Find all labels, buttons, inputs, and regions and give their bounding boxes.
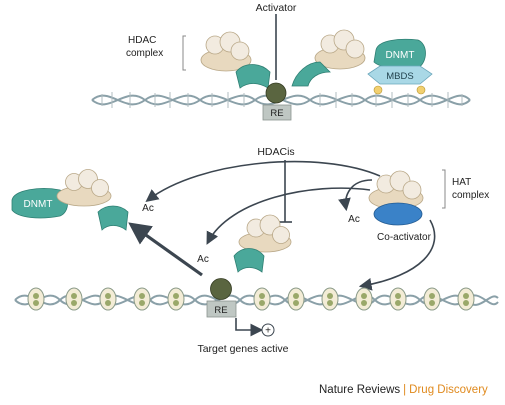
hat-complex-label-line1: HAT: [452, 177, 471, 188]
credit-journal: Nature Reviews: [319, 384, 401, 396]
ac-label-dnmt: Ac: [142, 203, 154, 214]
arrow-hat-to-central-ac: [206, 187, 371, 245]
plus-symbol: +: [265, 326, 271, 337]
top-re-site: RE: [262, 82, 292, 121]
nucleosome: [355, 287, 373, 311]
nucleosome: [65, 287, 83, 311]
credit-separator: |: [403, 384, 407, 396]
transcription-factor: [210, 278, 232, 300]
dnmt-top: DNMT: [373, 38, 426, 70]
arrow-hat-to-dna: [358, 219, 436, 291]
hdacis-label: HDACis: [257, 146, 294, 158]
arrow-hat-to-dnmt-ac: [145, 160, 381, 202]
top-dna-rungs: [101, 92, 463, 108]
credit-section: Drug Discovery: [409, 384, 488, 396]
hat-complex: [368, 170, 424, 226]
co-activator-shape: [373, 202, 423, 226]
bottom-re-label: RE: [214, 305, 227, 316]
arrow-hat-to-self-ac: [338, 179, 373, 212]
dnmt-complex-bottom: DNMT: [11, 169, 129, 231]
bottom-panel: HDACis HAT complex Co-activator DNMT: [11, 146, 499, 355]
hdac-complex-label-line1: HDAC: [128, 35, 156, 46]
hat-complex-label-line2: complex: [452, 190, 489, 201]
nucleosome: [253, 287, 271, 311]
nucleosome: [27, 287, 45, 311]
hdac-complex-right: [291, 29, 366, 87]
hdac-complex-left: [200, 31, 271, 89]
top-re-label: RE: [270, 108, 283, 119]
nucleosome: [457, 287, 475, 311]
mbds: MBDS: [367, 65, 433, 95]
mbds-label: MBDS: [386, 71, 413, 82]
nucleosome: [389, 287, 407, 311]
nucleosome: [99, 287, 117, 311]
hdac-complex-label-line2: complex: [126, 48, 163, 59]
ac-label-hat: Ac: [348, 214, 360, 225]
bottom-re-site: RE: [206, 278, 237, 318]
target-genes-label: Target genes active: [197, 343, 288, 355]
dnmt-top-label: DNMT: [386, 50, 415, 61]
arrow-central-to-dnmt-big: [128, 222, 203, 277]
hdac-complex-bracket: [182, 35, 186, 71]
arrows: [128, 160, 436, 337]
target-genes-plus: +: [261, 323, 275, 337]
nucleosome: [287, 287, 305, 311]
activator-label: Activator: [256, 2, 297, 14]
nucleosome: [321, 287, 339, 311]
nucleosome: [167, 287, 185, 311]
ac-label-central: Ac: [197, 254, 209, 265]
top-panel: Activator HDAC complex DNMT: [91, 2, 471, 121]
nucleosome: [133, 287, 151, 311]
dnmt-bottom-label: DNMT: [24, 199, 53, 210]
figure-credit: Nature Reviews|Drug Discovery: [319, 384, 488, 396]
hat-complex-bracket: [442, 169, 446, 209]
co-activator-label: Co-activator: [377, 232, 432, 243]
arrow-re-to-target: [235, 318, 264, 337]
nucleosome: [423, 287, 441, 311]
hdac-complex-bottom: [233, 214, 292, 273]
nucleosomes: [27, 287, 475, 311]
